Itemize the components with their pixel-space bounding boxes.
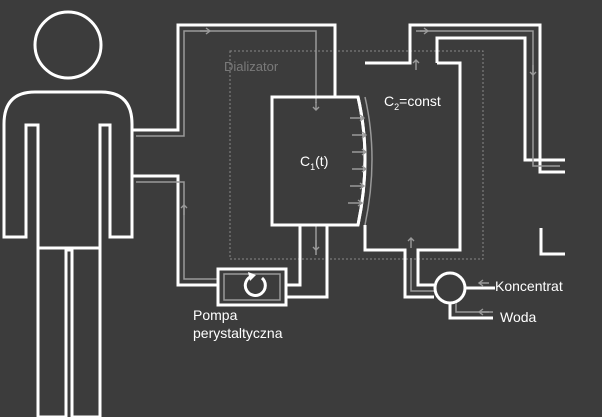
membrane-inner-line	[364, 96, 373, 226]
dialysate-compartment	[365, 23, 565, 174]
dialyzer-label: Dializator	[224, 59, 279, 74]
peristaltic-pump	[216, 267, 288, 307]
arrow-down-icon	[312, 102, 320, 111]
dialysate-outlet-top	[435, 36, 565, 162]
water-label: Woda	[500, 309, 537, 325]
person-head	[33, 10, 103, 80]
pump-label-line2: perystaltyczna	[193, 325, 283, 341]
water-line-inner	[455, 303, 493, 313]
mixer-circle-icon	[433, 271, 467, 305]
concentrate-label: Koncentrat	[495, 278, 563, 294]
arrow-left-icon	[477, 279, 489, 287]
arrow-left-icon	[477, 308, 489, 316]
arrow-down-icon	[312, 240, 320, 251]
flow-arrows	[180, 27, 537, 316]
dialysate-compartment-right	[416, 61, 462, 287]
pump-housing	[216, 267, 288, 307]
pump-label-line1: Pompa	[193, 307, 238, 323]
arrow-right-icon	[352, 148, 368, 156]
arrow-up-icon	[412, 59, 420, 70]
arrow-right-icon	[350, 114, 366, 122]
dialyzer-outline	[229, 50, 484, 260]
arrow-up-icon	[180, 204, 188, 215]
arrow-down-icon	[529, 65, 537, 76]
return-line-inner	[136, 181, 218, 280]
c2-label: C2=const	[384, 93, 441, 112]
dialysate-compartment-bottom	[363, 225, 434, 299]
arrow-right-icon	[348, 199, 364, 207]
dialysate-inlet-inner	[410, 258, 434, 292]
membrane-line	[356, 96, 367, 226]
arrow-up-icon	[407, 237, 415, 248]
drain-mark	[539, 228, 565, 256]
arrow-right-icon	[200, 27, 212, 35]
return-line-outer	[131, 174, 218, 287]
arrow-right-icon	[352, 165, 368, 173]
arrow-right-icon	[350, 182, 366, 190]
arrow-right-icon	[352, 131, 368, 139]
water-line	[448, 303, 493, 320]
arrow-right-icon	[420, 27, 430, 35]
circular-arrow-icon	[243, 274, 267, 297]
arterial-line-inner	[136, 30, 317, 137]
c1-label: C1(t)	[300, 153, 328, 172]
dialysate-outlet-inner	[416, 30, 560, 167]
circular-arrow-head	[248, 272, 256, 281]
person-silhouette-icon	[2, 10, 134, 417]
person-body	[2, 90, 134, 417]
